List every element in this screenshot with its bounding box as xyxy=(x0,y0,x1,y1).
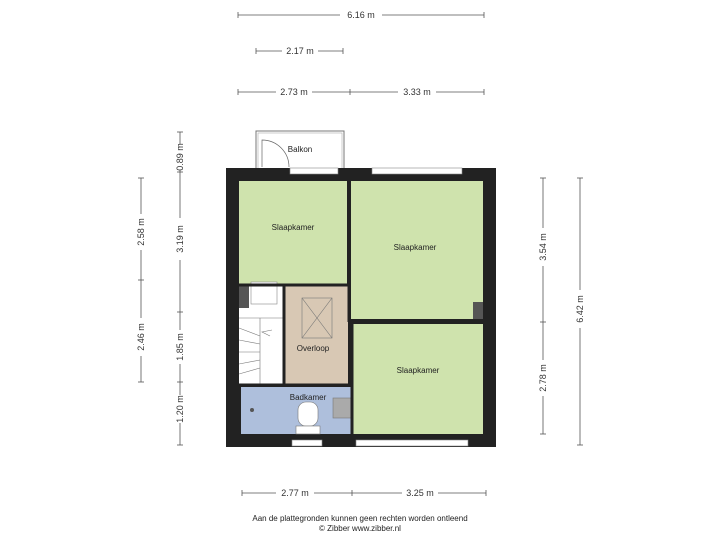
label-balcony: Balkon xyxy=(288,145,312,154)
dim-left-inner-top: 3.19 m xyxy=(175,225,185,253)
shaft xyxy=(250,281,278,305)
copyright-text: © Zibber www.zibber.nl xyxy=(319,524,401,533)
balcony-door-swing xyxy=(261,139,290,168)
toilet-cistern xyxy=(295,425,321,435)
washbasin xyxy=(332,397,352,419)
dim-right-inner-top: 3.54 m xyxy=(538,233,548,261)
dim-left-inner-middle: 1.85 m xyxy=(175,333,185,361)
dim-top-right: 3.33 m xyxy=(403,87,431,97)
dim-left-inner-balcony: 0.89 m xyxy=(175,143,185,171)
bathroom-fixtures xyxy=(250,397,352,435)
dim-top-total: 6.16 m xyxy=(347,10,375,20)
balcony xyxy=(255,130,345,172)
dim-left-outer-top: 2.58 m xyxy=(136,218,146,246)
label-bedroom-bottom-right: Slaapkamer xyxy=(397,366,440,375)
dim-top-left: 2.73 m xyxy=(280,87,308,97)
room-bedroom-top-left xyxy=(239,181,347,284)
attic-hatch xyxy=(301,297,333,339)
chimney-right xyxy=(473,302,483,319)
disclaimer-text: Aan de plattegronden kunnen geen rechten… xyxy=(252,514,468,523)
dim-left-inner-bottom: 1.20 m xyxy=(175,395,185,423)
dim-left-outer-bottom: 2.46 m xyxy=(136,323,146,351)
shower-drain xyxy=(250,408,254,412)
toilet xyxy=(297,401,319,427)
windows xyxy=(289,167,469,447)
room-landing xyxy=(285,286,348,384)
label-bedroom-top-left: Slaapkamer xyxy=(272,223,315,232)
interior-walls xyxy=(239,181,483,436)
dim-bottom-left: 2.77 m xyxy=(281,488,309,498)
dimension-lines xyxy=(138,12,583,496)
label-landing: Overloop xyxy=(297,344,330,353)
stairs xyxy=(238,317,283,384)
dim-right-outer-total: 6.42 m xyxy=(575,295,585,323)
label-bedroom-top-right: Slaapkamer xyxy=(394,243,437,252)
room-bedroom-bottom-right xyxy=(353,324,483,434)
dim-bottom-right: 3.25 m xyxy=(406,488,434,498)
room-bedroom-top-right xyxy=(351,181,483,319)
label-bathroom: Badkamer xyxy=(290,393,327,402)
dim-right-inner-bottom: 2.78 m xyxy=(538,364,548,392)
dim-top-balcony: 2.17 m xyxy=(286,46,314,56)
chimney-left xyxy=(239,286,249,308)
